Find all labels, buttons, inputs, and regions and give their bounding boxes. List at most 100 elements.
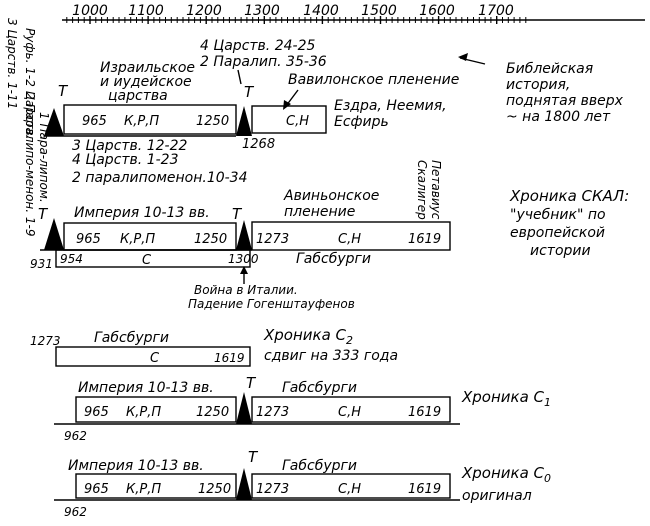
marker-T: Т	[244, 83, 255, 101]
bar1-start-year: 965	[82, 114, 107, 129]
c2-shift-label: сдвиг на 333 года	[264, 348, 398, 364]
bible-caption-line4: ~ на 1800 лет	[506, 109, 611, 125]
c0-year-962: 962	[64, 505, 87, 519]
note-ruth-kings: Руфь. 1-2 Царств.	[23, 28, 37, 139]
year-label-1200: 1200	[186, 3, 222, 19]
c1-habsburgs-label: Габсбурги	[282, 380, 357, 396]
c0-title: Хроника С0	[461, 464, 551, 485]
year-label-1700: 1700	[478, 3, 514, 19]
babylon-label: Вавилонское пленение	[288, 72, 459, 88]
c1-bar2-end: 1619	[408, 405, 441, 420]
c2-year-1619: 1619	[214, 351, 245, 365]
marker-T: Т	[38, 205, 49, 223]
triangle-marker	[236, 106, 252, 136]
c0-bar2-start: 1273	[256, 482, 289, 497]
c0-bar-1	[75, 473, 237, 499]
skal-caption-line2: "учебник" по	[510, 207, 606, 223]
skal-caption-line1: Хроника СКАЛ:	[509, 187, 629, 205]
skal-letter-c: С	[142, 253, 152, 268]
war-label: Война в Италии.	[194, 283, 298, 297]
bible-caption-line1: Библейская	[506, 61, 593, 77]
below-line2: 4 Царств. 1-23	[72, 152, 178, 168]
marker-T: Т	[246, 374, 257, 392]
c0-bar1-letters: К,Р,П	[126, 482, 161, 497]
esther-label: Есфирь	[334, 114, 389, 130]
skal-caption-line3: европейской	[510, 225, 605, 241]
caption-arrow-head	[458, 53, 468, 61]
habsburgs-label: Габсбурги	[296, 251, 371, 267]
year-931: 931	[30, 257, 53, 271]
year-1268: 1268	[242, 137, 275, 152]
triangle-marker	[236, 468, 252, 500]
c2-title: Хроника С2	[263, 326, 353, 347]
top-paralip-label: 2 Паралип. 35-36	[200, 54, 327, 70]
israel-label-line2: и иудейское	[100, 74, 192, 90]
timeline-axis: 1000 1100 1200 1300 1400 1500 1600 1700	[62, 3, 645, 24]
triangle-marker	[44, 218, 64, 250]
bar1-letters: К,Р,П	[124, 114, 159, 129]
biblical-bar-1	[63, 104, 237, 135]
year-label-1000: 1000	[72, 3, 108, 19]
c0-bar2-letters: С,Н	[338, 482, 361, 497]
war-arrow-head	[240, 266, 248, 274]
c2-year-1273: 1273	[30, 334, 61, 348]
bible-caption-line2: история,	[506, 77, 570, 93]
skal-chronicle-row: Империя 10-13 вв. Авиньонское пленение С…	[30, 160, 629, 311]
c1-bar-2	[251, 396, 451, 423]
c0-bar2-end: 1619	[408, 482, 441, 497]
bible-caption-line3: поднятая вверх	[506, 93, 624, 109]
c1-year-962: 962	[64, 429, 87, 443]
hohenstaufen-label: Падение Гогенштауфенов	[188, 297, 355, 311]
triangle-marker	[236, 220, 252, 250]
petavius-label: Петавиус	[429, 160, 443, 220]
c1-bar2-start: 1273	[256, 405, 289, 420]
c1-title-subscript: 1	[544, 396, 551, 409]
c2-habsburgs-label: Габсбурги	[94, 330, 169, 346]
israel-label-line3: царства	[108, 88, 168, 104]
year-label-1100: 1100	[128, 3, 164, 19]
avignon-line1: Авиньонское	[283, 188, 379, 204]
triangle-marker	[236, 392, 252, 424]
note-3-kings: 3 Царств. 1-11	[5, 18, 19, 109]
chronicle-c1-row: Империя 10-13 вв. Габсбурги Т 965 К,Р,П …	[54, 374, 551, 443]
marker-T: Т	[58, 82, 69, 100]
top-kings-label: 4 Царств. 24-25	[200, 38, 315, 54]
marker-T: Т	[248, 448, 259, 466]
ezra-label: Ездра, Неемия,	[334, 98, 447, 114]
c0-habsburgs-label: Габсбурги	[282, 458, 357, 474]
skal-bar-2	[251, 221, 451, 251]
c0-bar1-start: 965	[84, 482, 109, 497]
chronicle-c0-row: Империя 10-13 вв. Габсбурги Т 965 К,Р,П …	[54, 448, 551, 519]
c0-bar1-end: 1250	[198, 482, 231, 497]
bar1-end-year: 1250	[196, 114, 229, 129]
babylon-arrow-head	[283, 100, 291, 110]
c0-original-label: оригинал	[462, 488, 532, 504]
axis-ticks	[66, 16, 527, 24]
c0-title-subscript: 0	[544, 472, 551, 485]
year-label-1400: 1400	[303, 3, 339, 19]
below-line1: 3 Царств. 12-22	[72, 138, 187, 154]
year-label-1600: 1600	[419, 3, 455, 19]
skal-bar1-start: 965	[76, 232, 101, 247]
year-1300: 1300	[228, 252, 259, 266]
kings-pointer-line	[237, 69, 242, 85]
triangle-marker	[44, 108, 64, 136]
skal-bar-3	[55, 249, 251, 268]
c1-bar1-end: 1250	[196, 405, 229, 420]
c1-bar-1	[75, 396, 237, 423]
c2-letter-c: С	[150, 351, 160, 366]
year-954: 954	[60, 252, 83, 266]
chronicle-c2-row: 1273 Габсбурги С 1619 Хроника С2 сдвиг н…	[30, 326, 398, 367]
skal-bar2-end: 1619	[408, 232, 441, 247]
skal-bar2-start: 1273	[256, 232, 289, 247]
note-2-paralipomenon: 2 Паралипо-менон. 1-9	[23, 92, 37, 236]
biblical-bar-2	[251, 105, 327, 134]
c1-title: Хроника С1	[461, 388, 551, 409]
skal-bar1-letters: К,Р,П	[120, 232, 155, 247]
skal-caption-line4: истории	[530, 243, 591, 259]
c2-bar	[55, 346, 251, 367]
c1-bar2-letters: С,Н	[338, 405, 361, 420]
c2-title-subscript: 2	[346, 334, 353, 347]
c1-empire-label: Империя 10-13 вв.	[78, 380, 214, 396]
